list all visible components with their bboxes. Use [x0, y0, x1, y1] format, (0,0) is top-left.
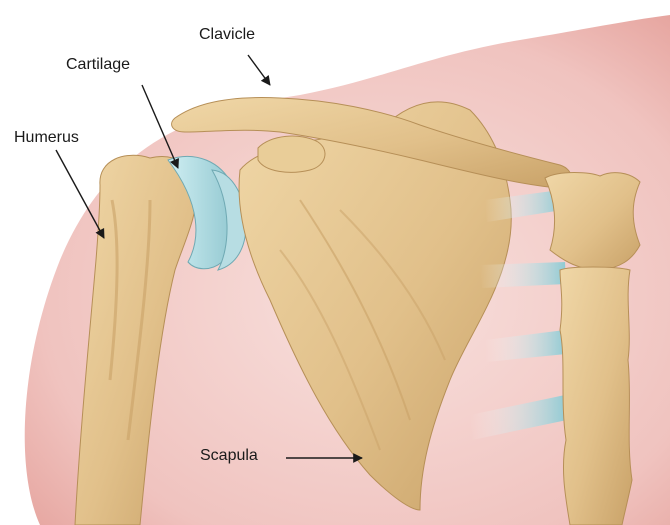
humerus-label: Humerus [14, 129, 79, 147]
clavicle-arrow [248, 55, 270, 85]
scapula-label: Scapula [200, 447, 258, 465]
cartilage-label: Cartilage [66, 56, 130, 74]
clavicle-label: Clavicle [199, 26, 255, 44]
